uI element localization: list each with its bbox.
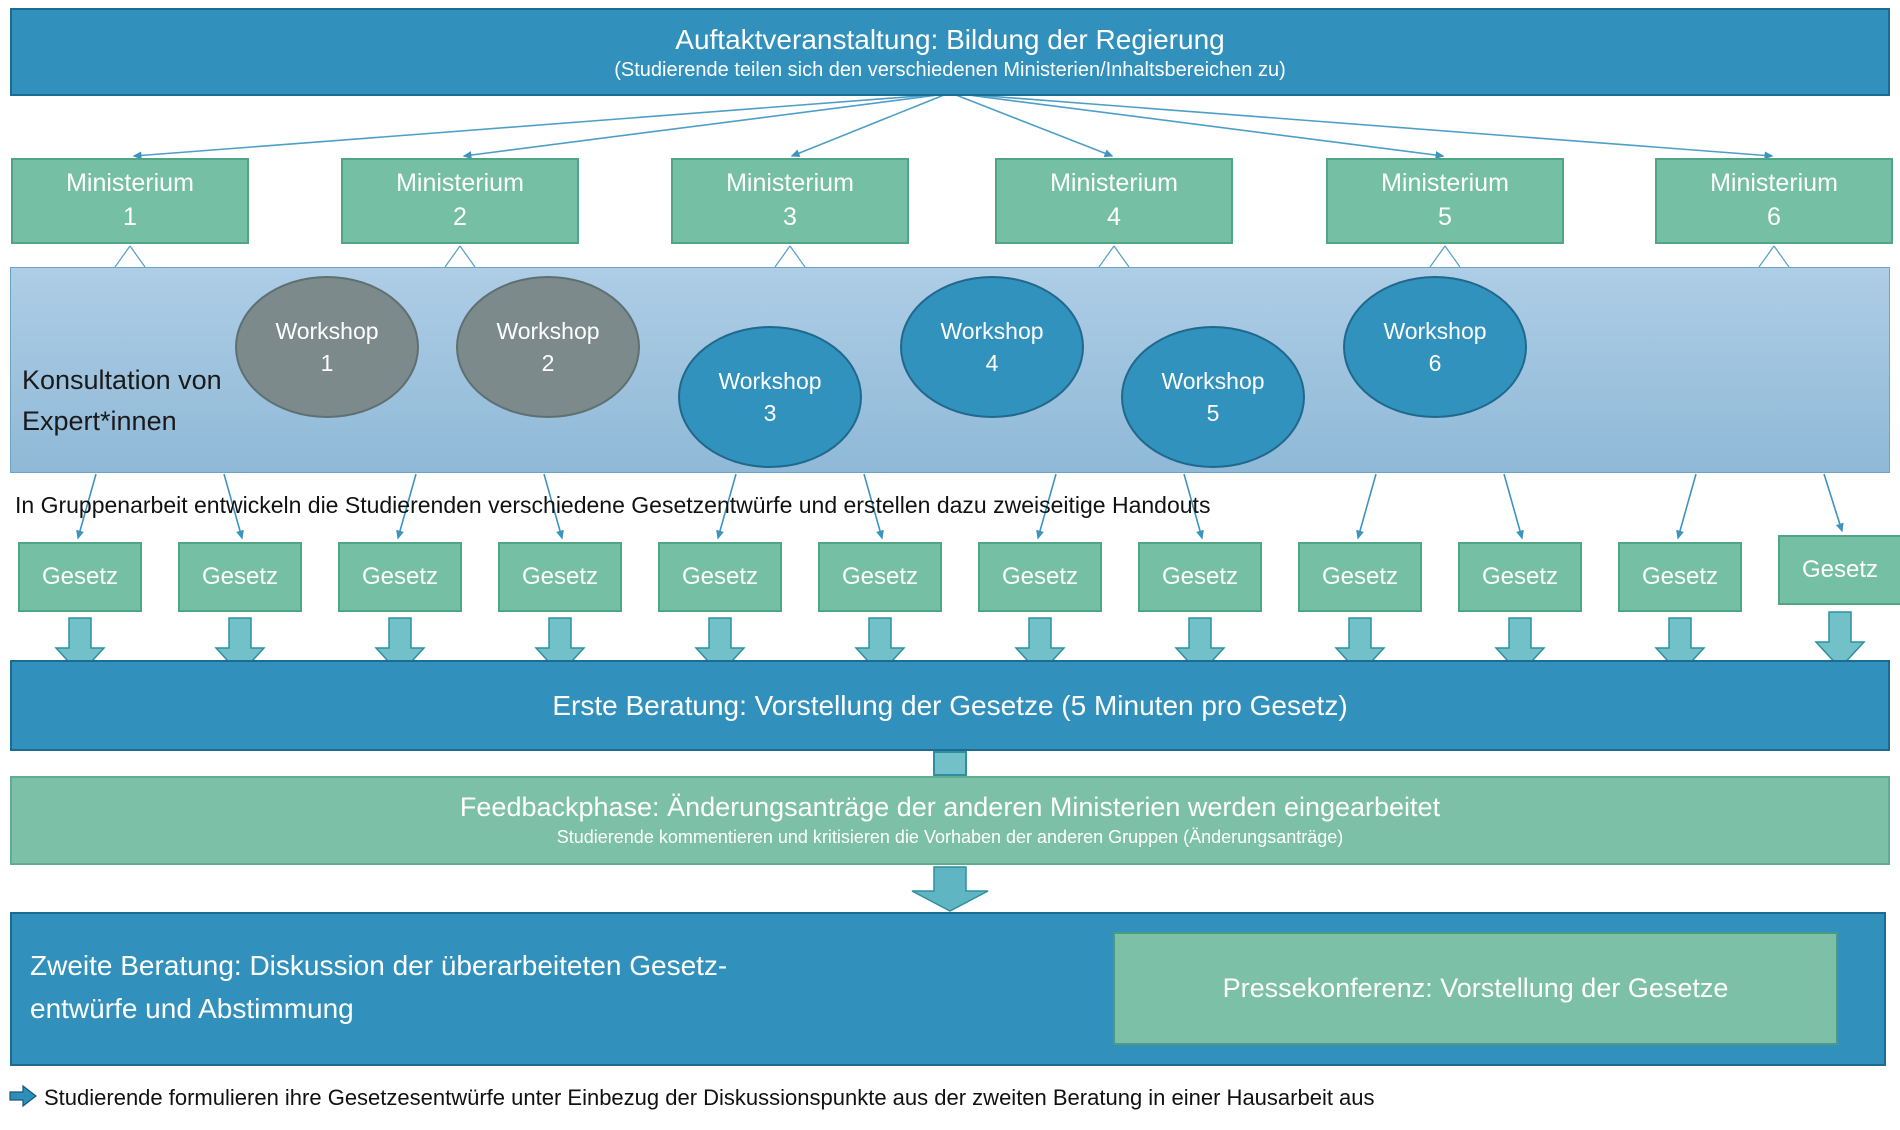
ministry-label: Ministerium [1050,169,1178,198]
law-box-11: Gesetz [1618,542,1742,612]
first-reading-banner: Erste Beratung: Vorstellung der Gesetze … [10,660,1890,751]
ministry-box-5: Ministerium 5 [1326,158,1564,244]
workshop-number: 5 [1206,400,1220,426]
press-conference-title: Pressekonferenz: Vorstellung der Gesetze [1222,973,1729,1003]
first-reading-title: Erste Beratung: Vorstellung der Gesetze … [552,690,1348,721]
workshop-ellipse-4: Workshop 4 [900,276,1084,418]
kickoff-subtitle: (Studierende teilen sich den verschieden… [614,58,1286,81]
workshop-ellipse-3: Workshop 3 [678,326,862,468]
workshop-label: Workshop [275,317,379,344]
workshop-ellipse-2: Workshop 2 [456,276,640,418]
ministry-label: Ministerium [1381,169,1509,198]
second-reading-line1: Zweite Beratung: Diskussion der überarbe… [30,950,728,981]
ministry-number: 3 [783,203,797,231]
law-box-2: Gesetz [178,542,302,612]
feedback-banner: Feedbackphase: Änderungsanträge der ande… [10,776,1890,865]
ministry-number: 6 [1767,203,1781,231]
law-box-5: Gesetz [658,542,782,612]
arrow-right-icon [9,1084,37,1108]
workshop-ellipse-5: Workshop 5 [1121,326,1305,468]
workshop-ellipse-1: Workshop 1 [235,276,419,418]
footnote-text: Studierende formulieren ihre Gesetzesent… [44,1085,1375,1110]
group-work-note: In Gruppenarbeit entwickeln die Studiere… [15,492,1211,518]
law-box-1: Gesetz [18,542,142,612]
second-reading-line2: entwürfe und Abstimmung [30,993,354,1025]
workshop-number: 3 [763,400,777,426]
ministry-label: Ministerium [1710,169,1838,198]
ministry-box-4: Ministerium 4 [995,158,1233,244]
law-box-3: Gesetz [338,542,462,612]
workshop-number: 2 [541,350,555,376]
workshop-label: Workshop [718,367,822,394]
workshop-label: Workshop [940,317,1044,344]
ministry-number: 4 [1107,203,1121,231]
consultation-label: Konsultation von Expert*innen [22,365,222,436]
workshop-ellipse-6: Workshop 6 [1343,276,1527,418]
feedback-title: Feedbackphase: Änderungsanträge der ande… [459,792,1441,823]
law-box-10: Gesetz [1458,542,1582,612]
workshop-label: Workshop [1161,367,1265,394]
workshop-number: 4 [985,350,999,376]
ministry-box-6: Ministerium 6 [1655,158,1893,244]
workshop-label: Workshop [1383,317,1487,344]
ministry-label: Ministerium [66,169,194,198]
law-box-4: Gesetz [498,542,622,612]
workshop-number: 1 [320,350,334,376]
ministry-box-2: Ministerium 2 [341,158,579,244]
banner-connector [933,751,967,776]
ministry-label: Ministerium [726,169,854,198]
workshop-number: 6 [1428,350,1442,376]
law-box-8: Gesetz [1138,542,1262,612]
law-box-9: Gesetz [1298,542,1422,612]
ministry-number: 1 [123,203,137,231]
law-box-12: Gesetz [1778,535,1900,605]
workshop-label: Workshop [496,317,600,344]
law-box-6: Gesetz [818,542,942,612]
kickoff-banner: Auftaktveranstaltung: Bildung der Regier… [10,8,1890,96]
feedback-subtitle: Studierende kommentieren und kritisieren… [556,826,1344,847]
ministry-label: Ministerium [396,169,524,198]
ministry-box-1: Ministerium 1 [11,158,249,244]
ministry-number: 2 [453,203,467,231]
law-box-7: Gesetz [978,542,1102,612]
ministry-number: 5 [1438,203,1452,231]
kickoff-title: Auftaktveranstaltung: Bildung der Regier… [675,23,1225,55]
arrow-down-icon [911,866,989,912]
press-conference-box: Pressekonferenz: Vorstellung der Gesetze [1113,932,1838,1045]
ministry-box-3: Ministerium 3 [671,158,909,244]
